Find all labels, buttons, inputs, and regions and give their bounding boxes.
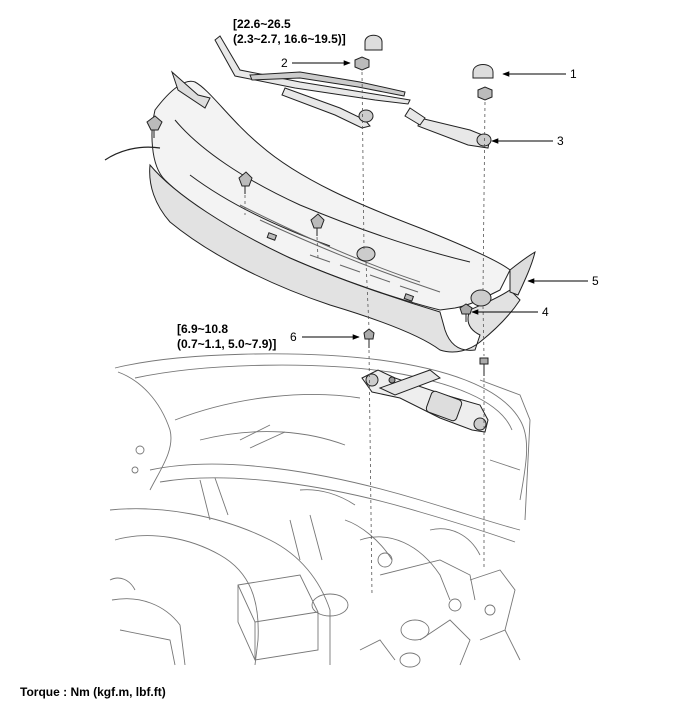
engine-bay-illustration	[109, 353, 531, 668]
callout-6: 6	[290, 330, 297, 344]
callout-4: 4	[542, 305, 549, 319]
spindle-nuts	[358, 109, 492, 147]
cowl-bolt	[459, 303, 473, 322]
motor-bolt-torque-line1: [6.9~10.8	[177, 322, 229, 336]
motor-bracket-bolt	[479, 357, 489, 376]
wiper-arm-caps	[364, 34, 494, 79]
torque-units-note: Torque : Nm (kgf.m, lbf.ft)	[20, 685, 166, 699]
alignment-dashes	[244, 71, 486, 596]
callout-5: 5	[592, 274, 599, 288]
wiper-arm-nut-torque-line2: (2.3~2.7, 16.6~19.5)]	[233, 32, 346, 46]
wiper-arm-nuts	[354, 56, 493, 101]
wiper-arm-nut-torque: [22.6~26.5 (2.3~2.7, 16.6~19.5)]	[233, 17, 346, 47]
cowl-clips	[146, 115, 325, 236]
wiper-arm-nut-torque-line1: [22.6~26.5	[233, 17, 291, 31]
callout-1: 1	[570, 67, 577, 81]
callout-2: 2	[281, 56, 288, 70]
cowl-top-cover	[149, 70, 536, 353]
wiper-arm-and-blade	[214, 35, 491, 149]
callout-leaders	[292, 60, 588, 340]
washer-hose	[104, 146, 161, 161]
motor-mounting-bolt	[363, 328, 375, 348]
callout-3: 3	[557, 134, 564, 148]
motor-bolt-torque-line2: (0.7~1.1, 5.0~7.9)]	[177, 337, 277, 351]
motor-bolt-torque: [6.9~10.8 (0.7~1.1, 5.0~7.9)]	[177, 322, 276, 352]
wiper-motor-linkage	[361, 369, 489, 433]
